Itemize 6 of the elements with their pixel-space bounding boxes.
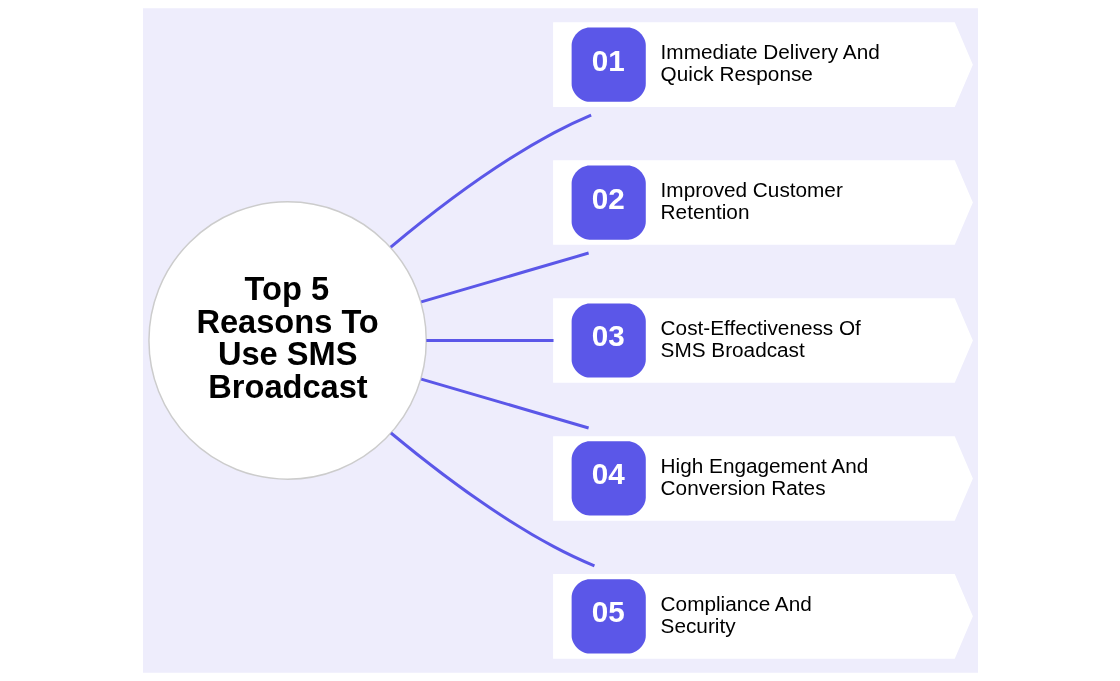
connector: [420, 251, 589, 304]
connector: [420, 377, 589, 430]
connector: [389, 113, 592, 249]
connector: [389, 431, 595, 568]
node-circle: Top 5 Reasons To Use SMS Broadcast: [147, 201, 427, 480]
connector: [425, 339, 554, 342]
